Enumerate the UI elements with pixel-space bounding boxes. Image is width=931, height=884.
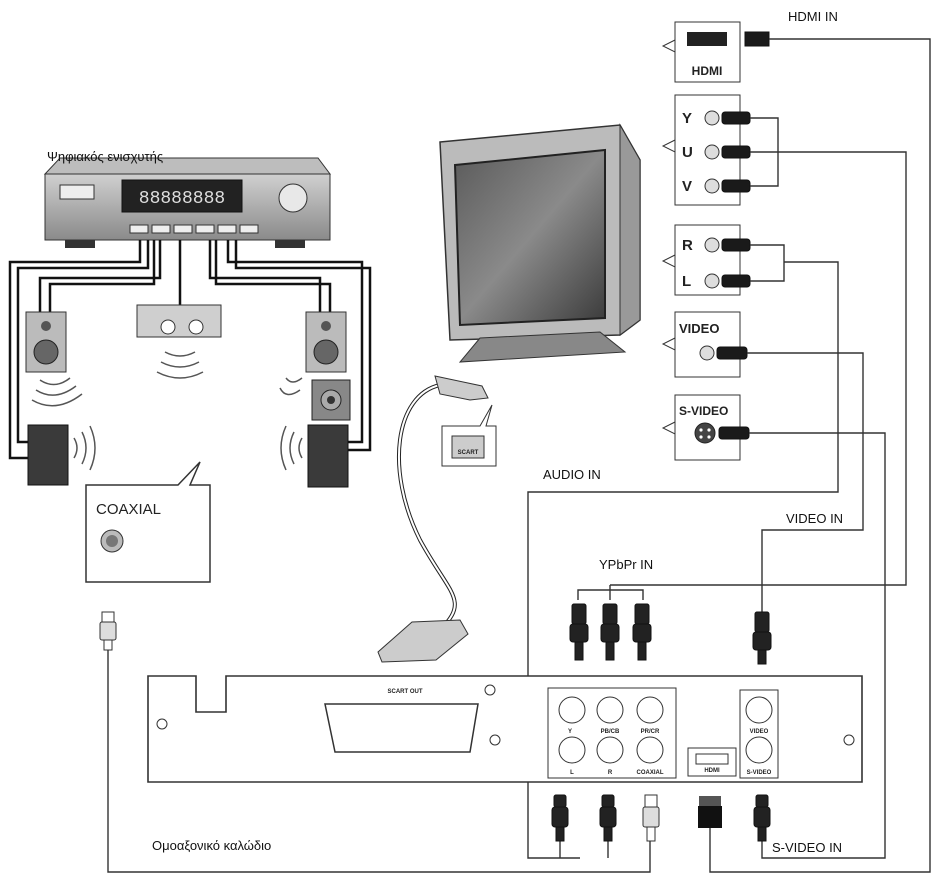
coaxial-plug xyxy=(99,611,117,651)
player-rear-panel: SCART OUT Y PB/CB PR/CR L R COAXIAL HDMI… xyxy=(147,675,863,783)
coaxial-cable-label: Ομοαξονικό καλώδιο xyxy=(152,838,272,853)
scart-callout: SCART xyxy=(441,404,497,467)
scart-cable xyxy=(377,375,489,663)
tv-panel-plugs xyxy=(716,31,770,440)
jack-svideo-label: S-VIDEO xyxy=(747,770,772,776)
speaker-cables xyxy=(8,240,372,460)
video-in-label: VIDEO IN xyxy=(786,511,844,526)
jack-y-label: Y xyxy=(568,729,572,735)
svideo-in-label: S-VIDEO IN xyxy=(772,840,843,855)
rear-left-speaker xyxy=(27,424,96,486)
video-plug xyxy=(752,611,772,665)
tv-l-label: L xyxy=(682,273,691,290)
coaxial-callout-label: COAXIAL xyxy=(96,501,161,518)
jack-r-label: R xyxy=(608,770,613,776)
front-right-speaker xyxy=(279,311,347,396)
ypbpr-in-label: YPbPr IN xyxy=(599,557,654,572)
scart-out-label: SCART OUT xyxy=(388,689,423,695)
audio-in-label: AUDIO IN xyxy=(543,467,601,482)
tv-u-label: U xyxy=(682,144,693,161)
ypbpr-plugs xyxy=(569,603,652,661)
coaxial-callout: COAXIAL xyxy=(85,461,211,583)
jack-l-label: L xyxy=(570,770,574,776)
rear-right-speaker xyxy=(280,424,349,488)
svideo-plug xyxy=(753,794,771,842)
hdmi-in-label: HDMI IN xyxy=(788,9,838,24)
jack-hdmi-label: HDMI xyxy=(704,768,720,774)
tv-y-label: Y xyxy=(682,110,692,127)
tv-video-label: VIDEO xyxy=(679,321,719,336)
television xyxy=(439,123,641,363)
amplifier-display: 88888888 xyxy=(139,189,225,209)
tv-r-label: R xyxy=(682,237,693,254)
hdmi-plug xyxy=(698,796,722,828)
signal-cables xyxy=(107,38,931,873)
coaxial-out-plug xyxy=(642,794,660,842)
jack-video-label: VIDEO xyxy=(750,729,769,735)
center-speaker xyxy=(136,304,222,379)
scart-callout-label: SCART xyxy=(458,450,479,456)
tv-hdmi-label: HDMI xyxy=(692,64,723,78)
jack-coaxial-label: COAXIAL xyxy=(637,770,664,776)
jack-pb-label: PB/CB xyxy=(601,729,620,735)
tv-svideo-label: S-VIDEO xyxy=(679,404,728,418)
subwoofer xyxy=(311,379,351,421)
audio-plugs xyxy=(551,794,617,842)
tv-v-label: V xyxy=(682,178,692,195)
digital-amplifier: 88888888 xyxy=(43,157,331,248)
amplifier-label: Ψηφιακός ενισχυτής xyxy=(47,149,164,164)
jack-pr-label: PR/CR xyxy=(641,729,660,735)
front-left-speaker xyxy=(25,311,83,407)
